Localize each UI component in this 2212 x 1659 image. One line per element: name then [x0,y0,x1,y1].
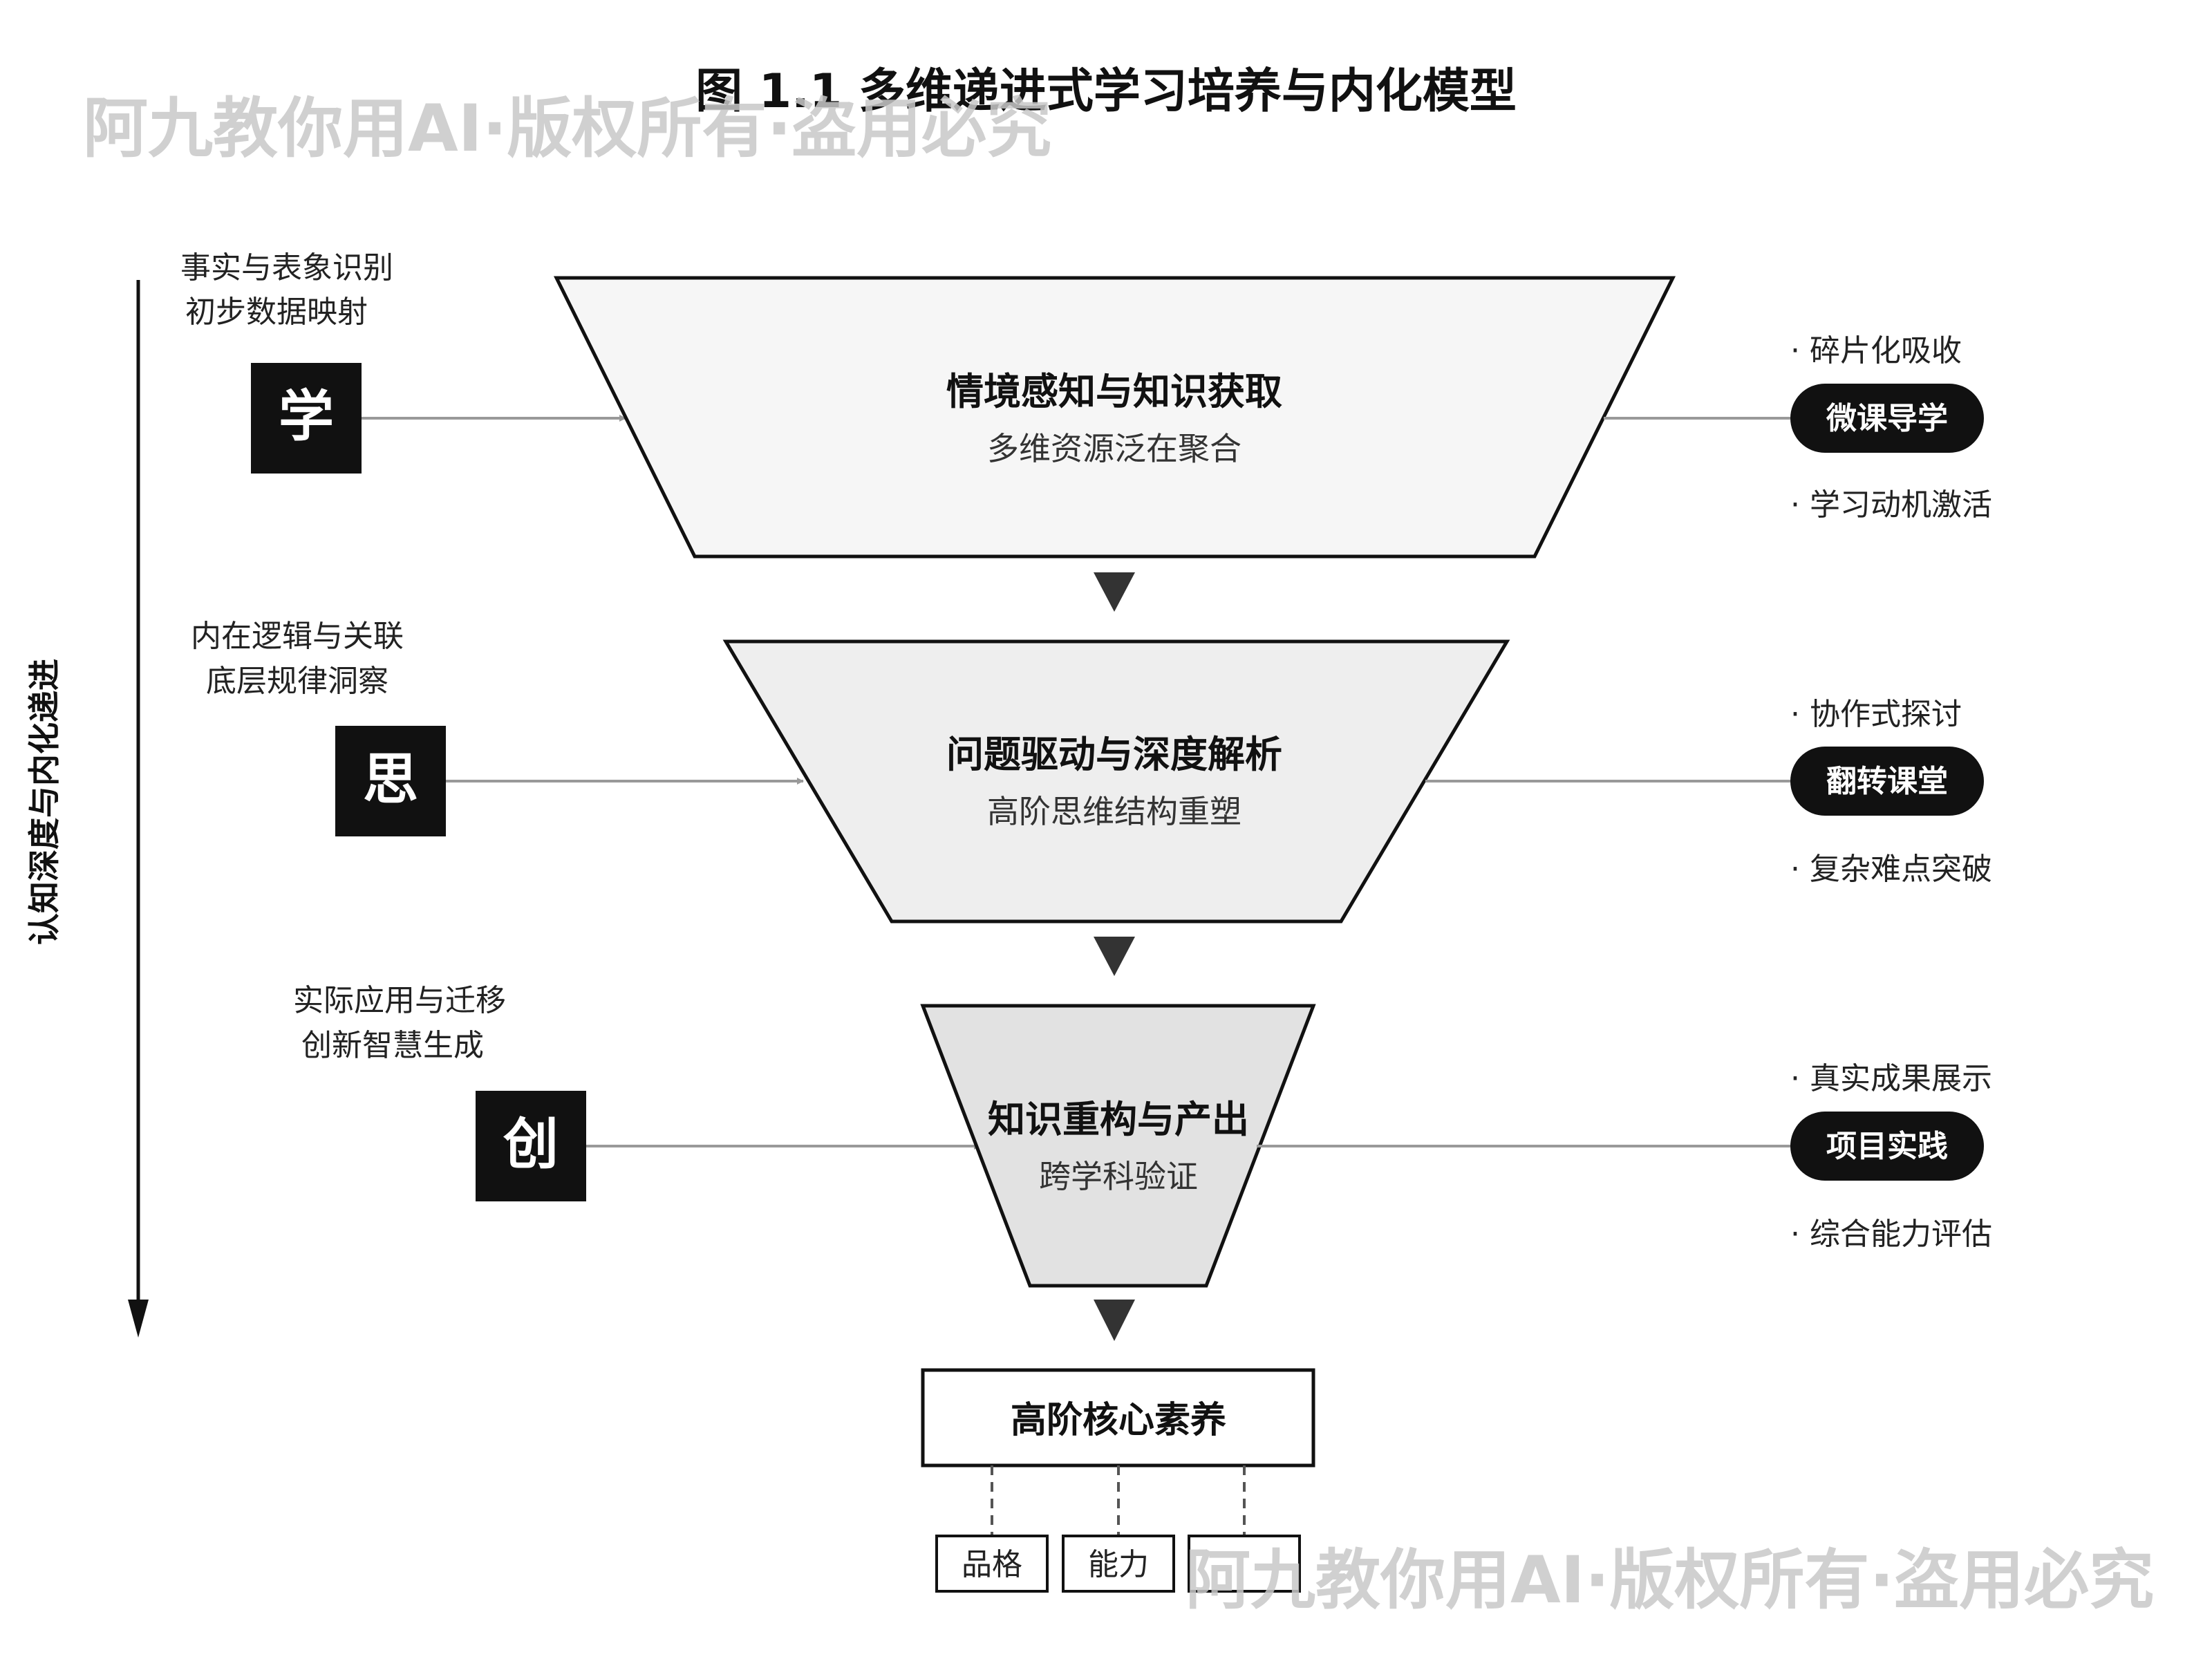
level-learn: 事实与表象识别 初步数据映射 学 情境感知与知识获取 多维资源泛在聚合 微课导学… [180,250,1992,559]
core-item-label: 能力 [1088,1547,1149,1582]
layer-title: 知识重构与产出 [988,1098,1249,1141]
core-item-label: 品格 [962,1547,1022,1582]
bullet-top: · 碎片化吸收 [1790,333,1962,368]
method-pill [1790,747,1984,816]
core-item-box [1188,1535,1301,1593]
stage-char-box [335,726,446,836]
method-pill [1790,1112,1984,1181]
flow-arrow-1 [1094,572,1135,612]
watermark-top: 阿九教你用AI·版权所有·盗用必究 [83,91,1051,167]
bullet-top: · 协作式探讨 [1790,697,1962,732]
flow-arrow-3 [1094,1300,1135,1341]
core-box [921,1368,1315,1468]
flow-arrow-2 [1094,937,1135,976]
method-pill-label: 翻转课堂 [1826,764,1948,799]
core-box-label: 高阶核心素养 [1011,1400,1226,1441]
figure-title: 图 1.1 多维递进式学习培养与内化模型 [695,64,1517,119]
method-pill-label: 微课导学 [1826,401,1948,436]
left-note-line-2: 底层规律洞察 [206,664,388,699]
method-pill-label: 项目实践 [1826,1129,1948,1164]
left-note-line-1: 事实与表象识别 [180,250,393,285]
depth-axis-arrowhead [128,1300,149,1338]
layer-subtitle: 多维资源泛在聚合 [987,430,1241,467]
bullet-top: · 真实成果展示 [1790,1061,1992,1096]
level-create: 实际应用与迁移 创新智慧生成 创 知识重构与产出 跨学科验证 项目实践 · 真实… [293,983,1992,1288]
bullet-bottom: · 学习动机激活 [1790,487,1992,523]
layer-subtitle: 跨学科验证 [1039,1158,1198,1195]
core-competency: 高阶核心素养 品格 能力 [921,1368,1315,1593]
stage-char: 思 [363,747,418,812]
left-note-line-1: 内在逻辑与关联 [191,619,404,654]
layer-title: 情境感知与知识获取 [946,370,1282,413]
bullet-bottom: · 复杂难点突破 [1790,852,1992,887]
core-item-box [935,1535,1049,1593]
watermark-bottom: 阿九教你用AI·版权所有·盗用必究 [1185,1543,2154,1618]
layer-title: 问题驱动与深度解析 [946,733,1282,776]
layer-subtitle: 高阶思维结构重塑 [987,793,1241,830]
left-note-line-1: 实际应用与迁移 [293,983,506,1018]
level-think: 内在逻辑与关联 底层规律洞察 思 问题驱动与深度解析 高阶思维结构重塑 翻转课堂… [191,619,1992,924]
bullet-bottom: · 综合能力评估 [1790,1217,1992,1252]
stage-char-box [251,363,362,474]
left-note-line-2: 初步数据映射 [185,294,368,330]
left-note-line-2: 创新智慧生成 [301,1028,484,1063]
stage-char: 学 [279,384,334,449]
stage-char-box [476,1091,586,1201]
stage-char: 创 [503,1112,559,1177]
funnel-layer-2 [722,639,1510,924]
depth-axis-label: 认知深度与内化递进 [26,659,63,945]
funnel-layer-3 [920,1004,1316,1288]
core-item-box [1062,1535,1175,1593]
method-pill [1790,384,1984,453]
funnel-layer-1 [553,276,1676,559]
